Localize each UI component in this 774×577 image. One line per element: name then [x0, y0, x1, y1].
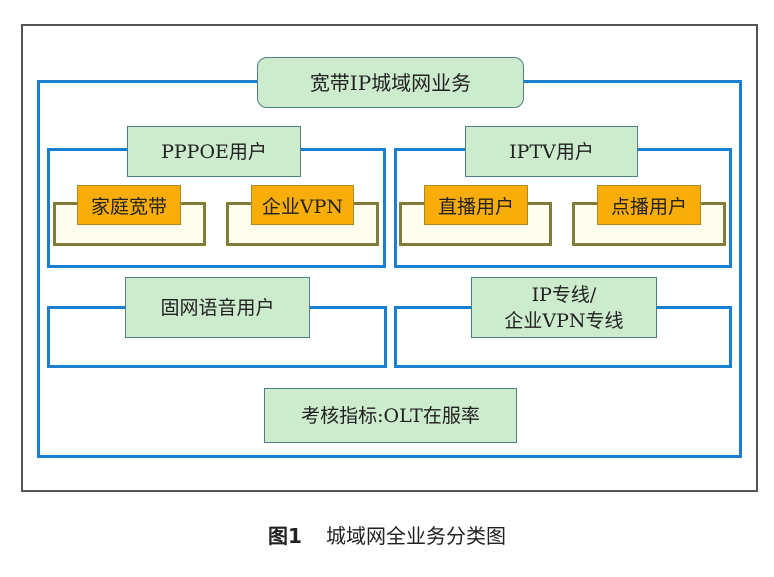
figure-caption: 图1 城域网全业务分类图: [0, 520, 774, 549]
live-users-label: 直播用户: [424, 185, 528, 225]
home-broadband-label: 家庭宽带: [77, 185, 181, 225]
figure-frame: [21, 24, 758, 492]
kpi-label: 考核指标:OLT在服率: [264, 388, 517, 443]
fixed-voice-label: 固网语音用户: [125, 277, 310, 338]
ip-leased-line-label-line-1: IP专线/: [531, 283, 597, 306]
iptv-label: IPTV用户: [465, 126, 638, 177]
figure-caption-text: 城域网全业务分类图: [325, 524, 506, 548]
ip-leased-line-label-line-2: 企业VPN专线: [504, 309, 624, 332]
figure-number: 图1: [268, 524, 302, 548]
vod-users-label: 点播用户: [597, 185, 701, 225]
ip-leased-line-label: IP专线/ 企业VPN专线: [471, 277, 657, 338]
pppoe-label: PPPOE用户: [127, 126, 301, 177]
enterprise-vpn-label: 企业VPN: [251, 185, 354, 225]
metro-network-title: 宽带IP城域网业务: [257, 57, 524, 108]
